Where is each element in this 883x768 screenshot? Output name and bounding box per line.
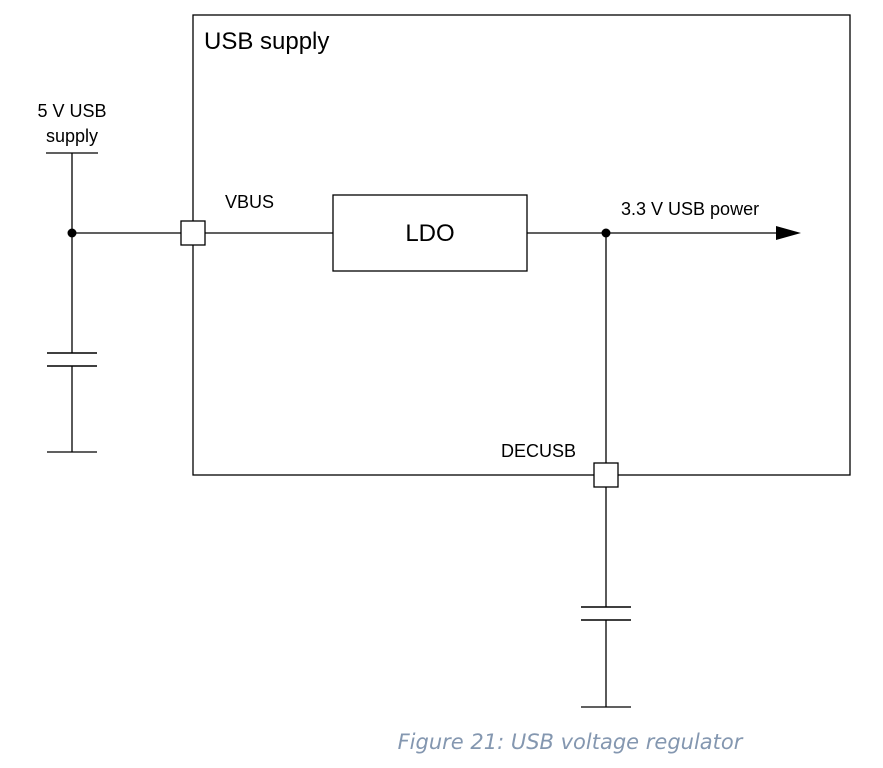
input-junction-dot <box>67 228 77 238</box>
input-label-line2: supply <box>46 126 98 146</box>
ldo-block <box>332 194 528 272</box>
decusb-pin <box>593 462 619 488</box>
ldo-label: LDO <box>405 220 454 247</box>
figure-caption: Figure 21: USB voltage regulator <box>398 730 744 754</box>
output-label: 3.3 V USB power <box>621 199 759 219</box>
input-label-line1: 5 V USB <box>37 101 106 121</box>
decusb-label: DECUSB <box>501 441 576 461</box>
vbus-label: VBUS <box>225 192 274 212</box>
vbus-pin <box>180 220 206 246</box>
block-title: USB supply <box>204 28 329 55</box>
output-arrowhead <box>776 226 801 240</box>
